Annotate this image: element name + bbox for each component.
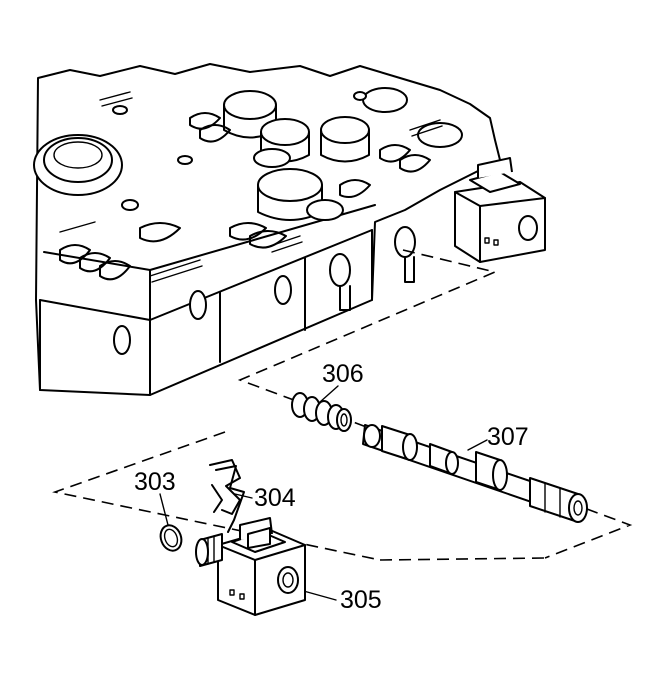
retainer-clip-304 (209, 459, 245, 533)
valve-spool-307 (362, 424, 588, 523)
callout-303: 303 (134, 468, 176, 496)
callout-306: 306 (322, 360, 364, 388)
o-ring-303 (159, 524, 183, 552)
callout-304: 304 (254, 484, 296, 512)
solenoid-305 (195, 517, 306, 616)
installed-solenoid (454, 157, 546, 263)
callout-305: 305 (340, 586, 382, 614)
valve-body (33, 63, 546, 396)
callout-307: 307 (487, 423, 529, 451)
spring-306 (291, 392, 352, 432)
